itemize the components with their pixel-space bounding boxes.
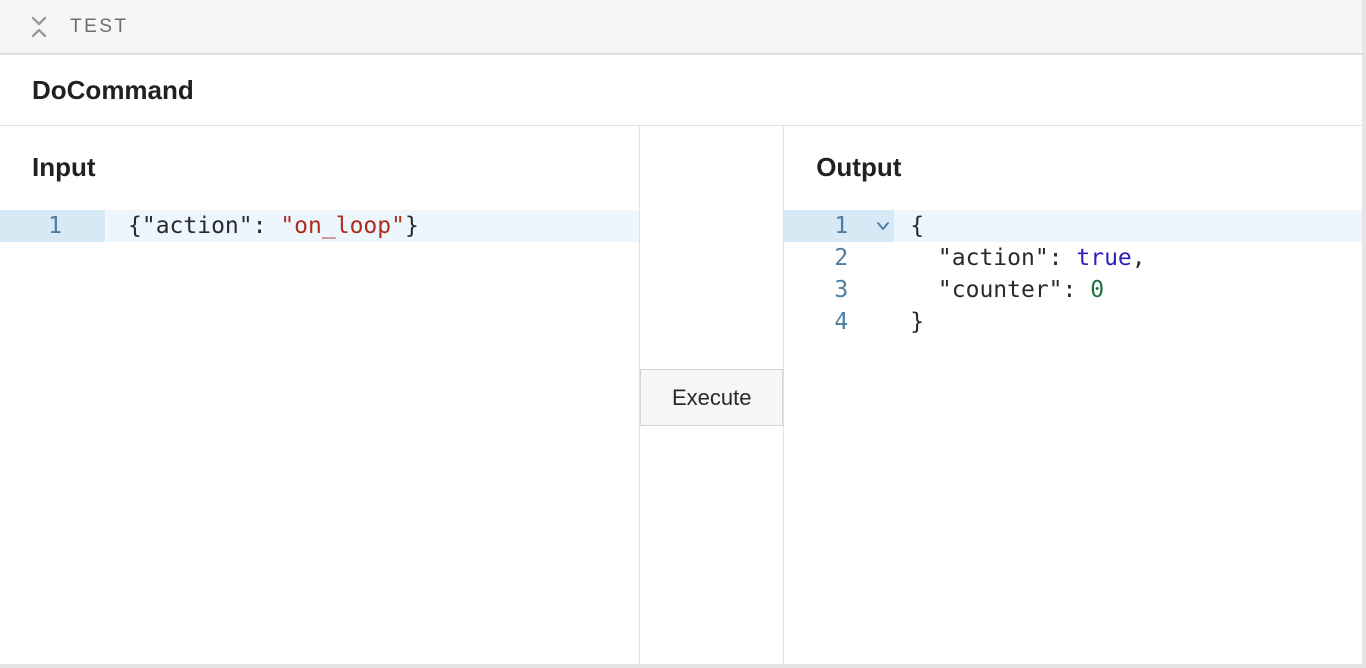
main-content: Input 1 {"action": "on_loop"} Execute Out… (0, 126, 1366, 668)
execute-button[interactable]: Execute (640, 369, 784, 426)
code-line[interactable]: 1{ (784, 210, 1366, 242)
fold-chevron-icon[interactable] (848, 210, 894, 242)
output-panel-title: Output (816, 152, 902, 182)
code-line[interactable]: 4} (784, 306, 1366, 338)
code-text[interactable]: } (910, 309, 925, 335)
code-text[interactable]: "action": true, (910, 245, 1146, 271)
fold-cell-empty (848, 274, 894, 306)
code-text[interactable]: "counter": 0 (910, 277, 1105, 303)
line-number: 1 (48, 213, 62, 239)
page-title: DoCommand (32, 74, 194, 105)
line-gutter: 1 (784, 210, 895, 242)
output-panel: Output 1{2 "action": true,3 "counter": 0… (784, 126, 1366, 668)
test-section-header[interactable]: TEST (0, 0, 1366, 55)
line-gutter: 4 (784, 306, 894, 338)
input-code-editor[interactable]: 1 {"action": "on_loop"} (0, 210, 640, 242)
input-panel-title: Input (32, 152, 96, 182)
code-line[interactable]: 3 "counter": 0 (784, 274, 1366, 306)
code-line[interactable]: 2 "action": true, (784, 242, 1366, 274)
command-header: DoCommand (0, 55, 1366, 126)
middle-column: Execute (639, 126, 785, 668)
line-number: 1 (834, 213, 849, 239)
horizontal-scrollbar-track[interactable] (0, 664, 1366, 668)
collapse-vertical-icon[interactable] (28, 15, 50, 39)
input-panel: Input 1 {"action": "on_loop"} (0, 126, 640, 668)
fold-cell-empty (848, 306, 894, 338)
line-number: 2 (834, 245, 849, 271)
vertical-scrollbar-track[interactable] (1362, 0, 1366, 668)
line-number: 4 (834, 309, 849, 335)
line-number: 3 (834, 277, 849, 303)
code-text[interactable]: {"action": "on_loop"} (128, 213, 419, 239)
line-gutter: 2 (784, 242, 894, 274)
code-line[interactable]: 1 {"action": "on_loop"} (0, 210, 640, 242)
code-text[interactable]: { (910, 213, 925, 239)
test-section-label: TEST (70, 15, 129, 37)
fold-cell-empty (848, 242, 894, 274)
line-gutter: 1 (0, 210, 105, 242)
line-gutter: 3 (784, 274, 894, 306)
